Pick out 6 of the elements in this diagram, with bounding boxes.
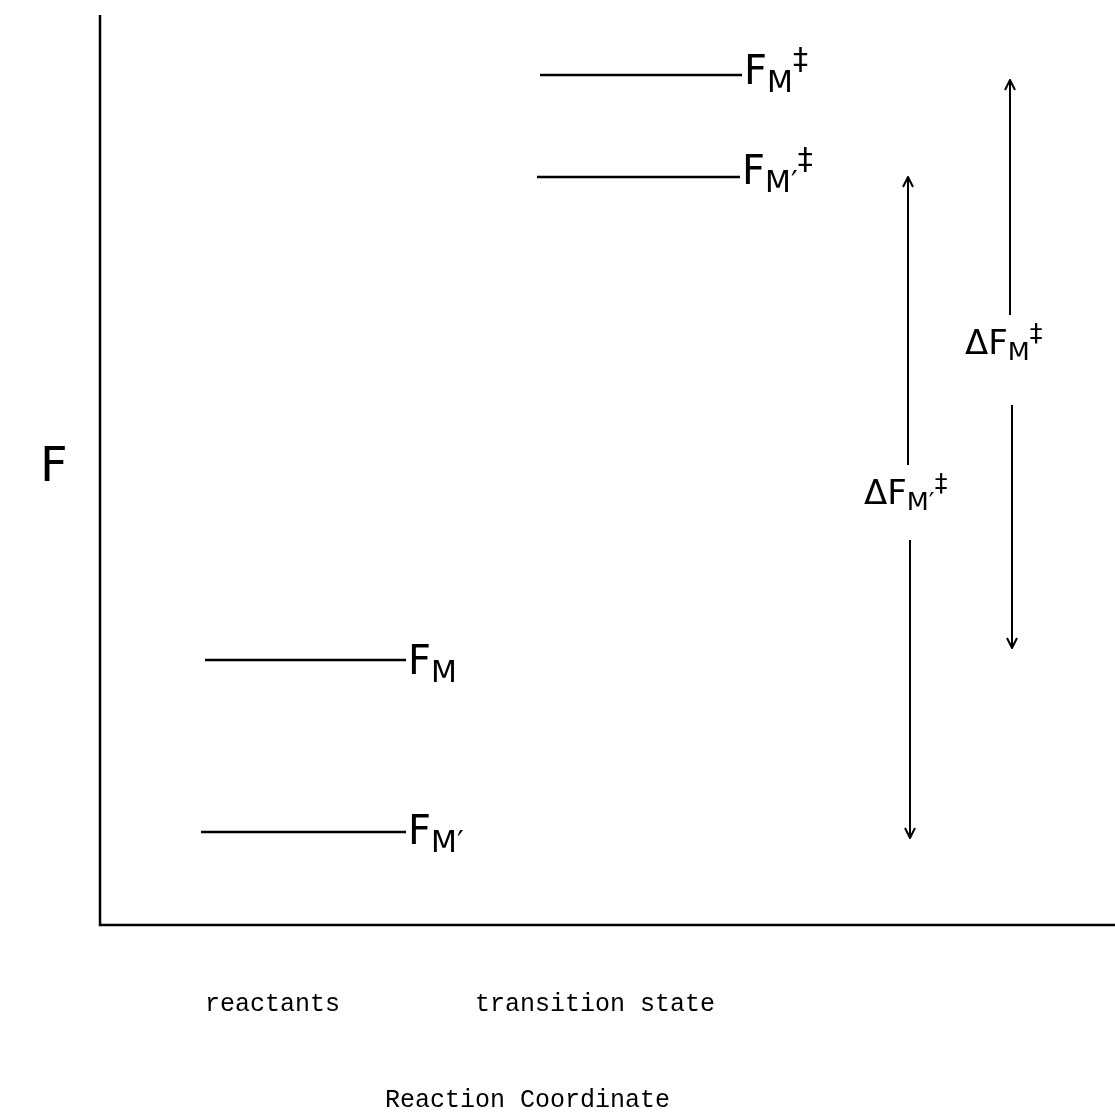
- energy-level-label: F$_{M}$: [408, 640, 457, 680]
- axis-label: Reaction Coordinate: [385, 1088, 671, 1113]
- axis-tick-label: transition state: [475, 992, 716, 1017]
- energy-level-label: F$_{M′}$: [408, 810, 464, 850]
- axis-label: F: [40, 440, 68, 488]
- axis-tick-label: reactants: [205, 992, 341, 1017]
